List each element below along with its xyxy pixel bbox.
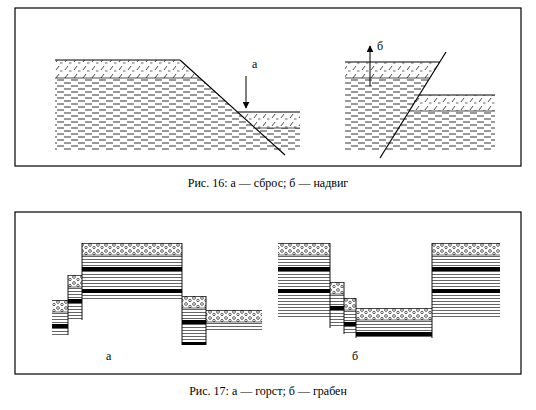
fault-line — [356, 298, 357, 338]
rock-block — [52, 300, 68, 335]
layer-boundary — [409, 111, 495, 112]
rock-layer — [256, 128, 300, 150]
figure-frame — [15, 8, 521, 166]
rock-block — [278, 243, 330, 318]
figure-letter: б — [377, 40, 383, 52]
movement-arrow — [370, 46, 371, 86]
figure-letter: а — [106, 350, 111, 362]
figure-letter: а — [252, 58, 257, 70]
rock-block — [432, 243, 500, 318]
rock-layer — [55, 60, 200, 78]
fault-line — [344, 282, 345, 334]
layer-boundary — [55, 78, 200, 79]
rock-block — [344, 298, 356, 334]
figure-letter: б — [352, 350, 358, 362]
rock-block — [206, 310, 262, 330]
fault-line — [432, 243, 433, 338]
movement-arrow — [246, 76, 247, 108]
fault-line — [68, 275, 69, 335]
fault-line — [180, 60, 285, 155]
rock-layer — [345, 62, 440, 78]
ground-surface — [55, 60, 180, 61]
rock-block — [82, 243, 182, 300]
ground-surface — [419, 95, 495, 96]
rock-block — [356, 308, 432, 338]
rock-block — [330, 282, 344, 328]
ground-surface — [345, 62, 440, 63]
rock-layer — [238, 112, 300, 128]
rock-block — [68, 275, 82, 320]
figure-caption: Рис. 16: а — сброс; б — надвиг — [188, 177, 349, 189]
rock-layer — [409, 95, 495, 111]
fault-line — [330, 243, 331, 328]
ground-surface — [238, 112, 300, 113]
fault-line — [182, 243, 183, 345]
fault-line — [206, 296, 207, 345]
fault-line — [82, 243, 83, 320]
layer-boundary — [345, 78, 430, 79]
fault-line — [380, 52, 446, 158]
rock-block — [182, 296, 206, 345]
figure-caption: Рис. 17: а — горст; б — грабен — [189, 385, 347, 397]
rock-layer — [385, 111, 495, 150]
layer-boundary — [256, 128, 300, 129]
